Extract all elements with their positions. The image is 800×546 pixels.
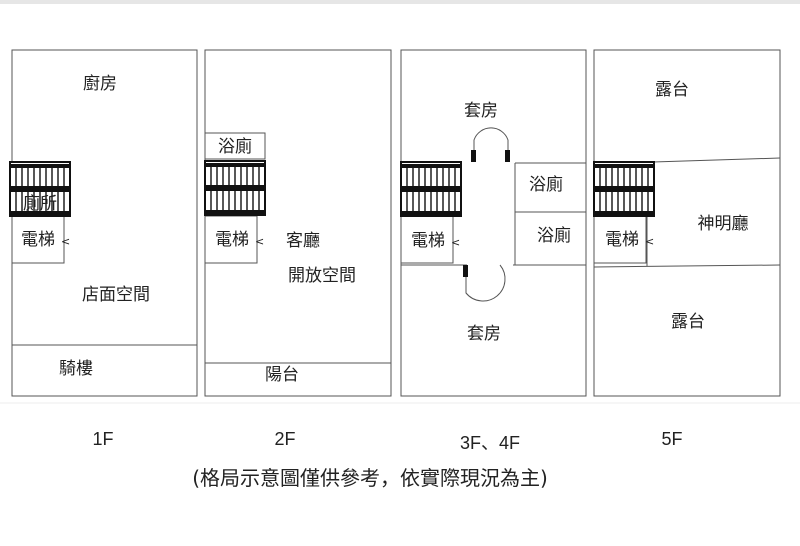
floor-2f-staircase [204, 160, 266, 216]
floor-3f-door-jambs [463, 150, 510, 277]
floor-2f-elevator-arrow-icon: < [255, 235, 264, 248]
floor-1f-elevator-label: 電梯 [21, 230, 55, 250]
floor-3f-suite-bottom-label: 套房 [467, 324, 501, 344]
floor-5f-shrine-label: 神明廳 [698, 214, 749, 234]
floor-3f-bath1-label: 浴廁 [529, 174, 563, 195]
floor-3f-elevator-label: 電梯 [411, 231, 445, 251]
floor-1f-plan [11, 49, 198, 397]
floor-3f-suite-top-label: 套房 [464, 101, 498, 121]
floor-1f-kitchen-label: 廚房 [83, 73, 117, 94]
floor-2f-balcony-label: 陽台 [265, 365, 299, 385]
disclaimer-caption: (格局示意圖僅供參考，依實際現況為主) [192, 466, 548, 490]
floor-1f-elevator-arrow-icon: < [61, 235, 70, 248]
floor-5f-elevator-arrow-icon: < [645, 235, 654, 248]
floor-5f-terrace-top-label: 露台 [655, 80, 689, 100]
floor-2f-living-label: 客廳 [286, 231, 320, 251]
floor-2f-title: 2F [274, 429, 296, 449]
floor-2f-bath-label: 浴廁 [218, 136, 252, 157]
floor-5f-title: 5F [661, 429, 683, 449]
floor-3f-elevator-arrow-icon: < [451, 236, 460, 249]
floor-3f-4f-title: 3F、4F [459, 433, 520, 453]
floor-2f-open-space-label: 開放空間 [288, 266, 356, 286]
floor-1f-toilet-label: 廁所 [23, 193, 57, 214]
floor-2f-plan [204, 49, 392, 397]
floor-3f-plan [400, 49, 587, 397]
floor-2f-elevator-label: 電梯 [215, 230, 249, 250]
floor-3f-bath2-label: 浴廁 [537, 225, 571, 246]
floor-3f-staircase [400, 161, 462, 217]
floor-1f-arcade-label: 騎樓 [59, 359, 93, 379]
floor-1f-shop-label: 店面空間 [82, 285, 150, 305]
floor-5f-staircase [593, 161, 655, 217]
top-divider [0, 0, 800, 4]
floor-1f-title: 1F [92, 429, 114, 449]
floor-5f-elevator-label: 電梯 [605, 230, 639, 250]
floor-5f-terrace-bottom-label: 露台 [671, 312, 705, 332]
floor-5f-plan [593, 49, 781, 397]
